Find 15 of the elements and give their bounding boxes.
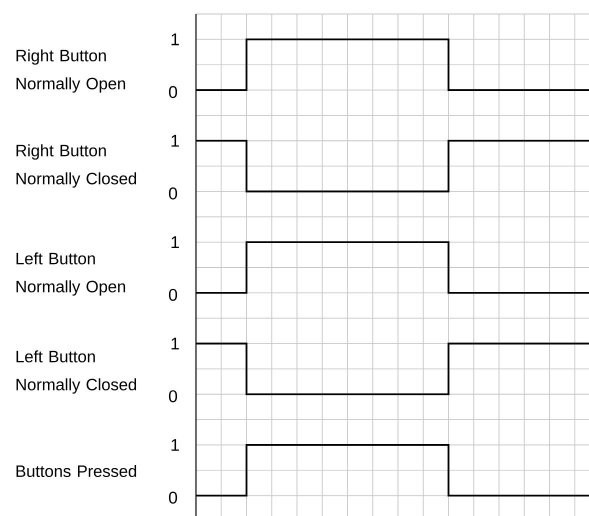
level-label: 1	[172, 134, 179, 147]
level-label: 0	[168, 288, 178, 301]
level-label: 0	[168, 390, 178, 402]
level-label: 1	[172, 236, 179, 248]
signal-name: Left Button Normally Closed	[16, 350, 136, 394]
signal-name: Buttons Pressed	[16, 464, 136, 478]
level-label: 1	[172, 338, 179, 350]
signal-name: Right Button Normally Open	[16, 49, 126, 93]
level-label: 0	[168, 187, 178, 200]
signal-name: Right Button Normally Closed	[16, 144, 136, 188]
level-label: 0	[168, 492, 178, 504]
level-label: 1	[172, 439, 179, 451]
level-label: 0	[168, 86, 178, 98]
level-label: 1	[172, 34, 179, 46]
signal-name: Left Button Normally Open	[16, 252, 126, 296]
